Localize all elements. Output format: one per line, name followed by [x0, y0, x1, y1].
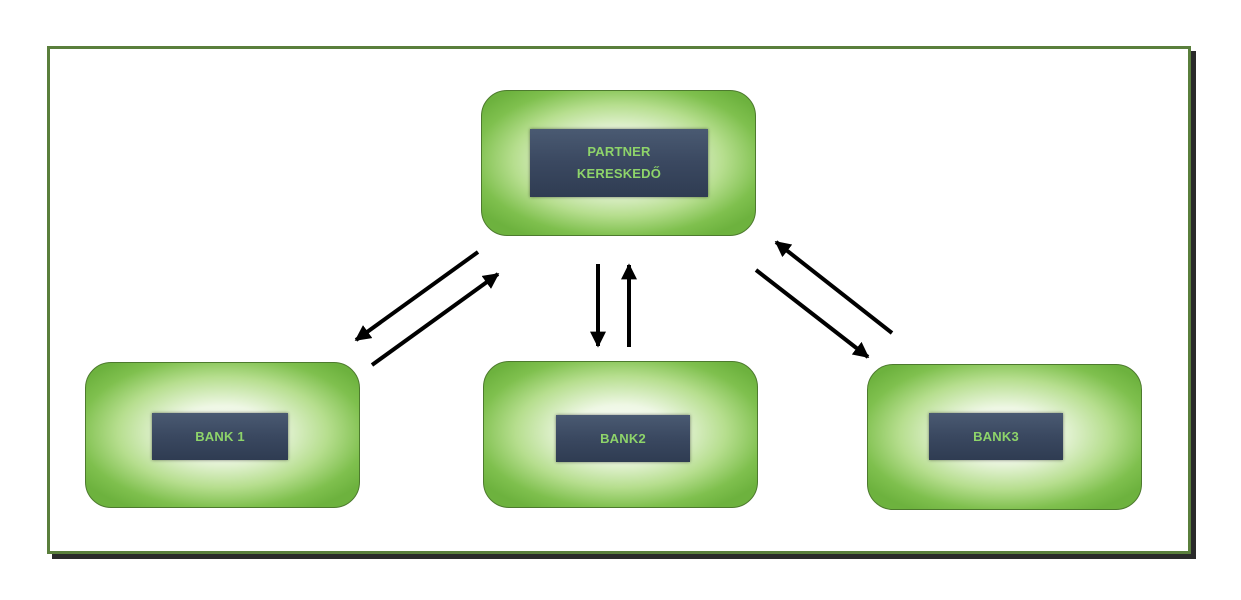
arrow-partner-to-bank3 — [754, 268, 870, 359]
bank1-label: BANK 1 — [195, 428, 245, 444]
arrow-bank1-to-partner — [370, 272, 500, 367]
bank1-node: BANK 1 — [85, 362, 360, 508]
arrow-bank3-to-partner — [774, 240, 894, 335]
partner-node: PARTNER KERESKEDŐ — [481, 90, 756, 236]
bank2-label-box: BANK2 — [556, 415, 690, 462]
bank3-label: BANK3 — [973, 428, 1019, 444]
bank1-label-box: BANK 1 — [152, 413, 288, 460]
bank2-node: BANK2 — [483, 361, 758, 508]
partner-label: PARTNER KERESKEDŐ — [576, 144, 662, 181]
bank3-label-box: BANK3 — [929, 413, 1063, 460]
partner-label-box: PARTNER KERESKEDŐ — [530, 129, 708, 197]
bank3-node: BANK3 — [867, 364, 1142, 510]
bank2-label: BANK2 — [600, 430, 646, 446]
arrow-partner-to-bank1 — [354, 250, 480, 342]
